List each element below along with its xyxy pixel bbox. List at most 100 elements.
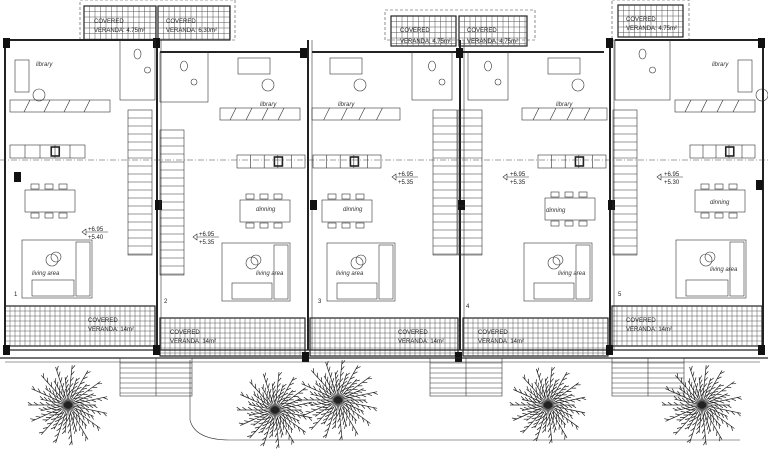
palm-tree-icon (509, 366, 587, 444)
palm-tree-icon (297, 360, 378, 441)
counter (219, 107, 301, 121)
dining-table (239, 193, 291, 229)
coffee-table (50, 251, 62, 263)
exterior-wall-top (5, 39, 763, 53)
staircase (159, 129, 185, 276)
library-sofa (329, 57, 363, 75)
level-marker: +6.95+5.35 (192, 232, 219, 246)
chair (341, 193, 351, 200)
island (537, 154, 607, 169)
rug (675, 239, 747, 299)
step-treads (430, 358, 502, 396)
counter-mark (323, 107, 330, 121)
sink-icon (494, 78, 502, 86)
sink-icon (649, 66, 656, 74)
living-set (326, 242, 396, 302)
veranda-grid (4, 305, 156, 347)
counter (674, 99, 756, 113)
column (310, 200, 317, 210)
chair (273, 222, 283, 229)
stair-treads (160, 137, 184, 275)
grid-lines (310, 318, 458, 356)
staircase (612, 109, 638, 256)
counter-mark (532, 107, 540, 121)
chair (564, 220, 574, 227)
sofa (231, 282, 273, 300)
counter-mark (358, 107, 366, 121)
grid-lines (612, 306, 762, 346)
living-set (21, 239, 93, 299)
column (458, 200, 465, 210)
kitchen-island (689, 144, 756, 159)
column (3, 345, 10, 355)
level-bottom: +5.40 (88, 235, 104, 241)
counter-mark (700, 99, 708, 113)
veranda-label-line1: COVERED (400, 28, 430, 34)
chair (550, 220, 560, 227)
chair (58, 212, 68, 219)
sofa (273, 244, 289, 300)
step-treads (612, 358, 684, 396)
veranda-label-line1: COVERED (166, 19, 196, 25)
column (455, 352, 462, 362)
veranda-label-line2: VERANDA: 4.75m² (626, 26, 677, 32)
column (300, 48, 307, 58)
veranda-label-line1: COVERED (626, 318, 656, 324)
cooktop-icon (724, 146, 735, 157)
exterior-steps (429, 357, 503, 397)
kitchen-island (312, 154, 382, 169)
veranda-grid (159, 317, 306, 357)
room-label-library: library (712, 62, 729, 68)
library-sofa (737, 59, 753, 93)
exterior-steps (119, 357, 193, 397)
column (155, 200, 162, 210)
chair (30, 212, 40, 219)
sofa (336, 282, 378, 300)
stair-outline (127, 109, 153, 256)
stair-outline (612, 109, 638, 256)
chair (327, 222, 337, 229)
chair (245, 222, 255, 229)
rug (21, 239, 93, 299)
counter-mark (245, 107, 253, 121)
rug (326, 242, 396, 302)
sofa (533, 282, 575, 300)
living-set (523, 242, 593, 302)
dining-table (544, 191, 596, 227)
kitchen-island (537, 154, 607, 169)
grid-lines (5, 306, 155, 346)
library-sofa (547, 57, 581, 75)
counter-mark (716, 99, 724, 113)
chair (700, 212, 710, 219)
counter-mark (229, 107, 237, 121)
counter-mark (277, 107, 285, 121)
room-label-library: library (260, 102, 277, 108)
stairs (5, 109, 760, 441)
column (456, 48, 463, 58)
coffee-table (250, 254, 262, 266)
veranda-outline (390, 15, 457, 47)
chair (714, 183, 724, 190)
cooktop-icon (273, 156, 284, 167)
veranda-label-line1: COVERED (398, 330, 428, 336)
palm-trees (27, 360, 742, 449)
column (758, 345, 765, 355)
staircase (432, 109, 458, 256)
toilet-icon (133, 48, 142, 60)
kitchen-counter (521, 107, 608, 121)
column (14, 172, 21, 182)
kitchen-counter (219, 107, 301, 121)
level-bottom: +5.30 (664, 180, 680, 186)
sofa (729, 241, 745, 297)
chair (327, 193, 337, 200)
kitchen-counter (311, 107, 401, 121)
grid-lines (391, 16, 456, 46)
chair (714, 212, 724, 219)
chair (30, 183, 40, 190)
veranda-label-line2: VERANDA: 14m² (478, 339, 524, 345)
